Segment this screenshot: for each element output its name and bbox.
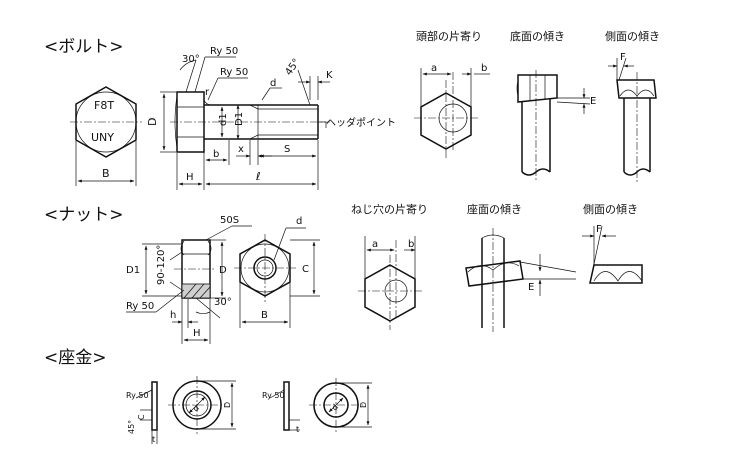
bolt-label-roughness-2: Ry 50 [220,67,248,78]
nut-end-view: d C B [234,216,320,328]
bolt-label-roughness-1: Ry 50 [210,46,238,57]
washer-view-1: Ry 50 C 45° t d D [126,376,236,444]
bolt-view-bearing-tilt: 底面の傾き E [510,29,596,182]
head-mark-maker: UNY [91,131,114,144]
nut-label-angle-range: 90-120° [156,245,167,285]
bolt-dim-l: ℓ [255,170,261,183]
nut-dim-h: h [170,310,176,321]
bolt-label-d: d [270,78,276,89]
bolt-dim-D: D [146,118,159,126]
bolt-view-title-bearing-tilt: 底面の傾き [510,29,565,43]
bolt-side-view: r d1 D1 d 30° Ry 50 Ry 50 45° K D [146,46,396,190]
nut-dim-C: C [302,264,309,275]
nut-tilt-E: E [528,282,534,293]
bolt-label-D1: D1 [234,112,245,126]
nut-dim-H: H [193,328,201,339]
bolt-dim-x: x [238,144,244,155]
section-title-washer: <座金> [44,348,107,368]
washer-label-roughness-2: Ry 50 [262,391,285,400]
washer-label-t2: t [296,425,299,434]
nut-label-50S: 50S [220,215,239,226]
nut-view-seat-tilt: 座面の傾き E [465,202,577,332]
nut-view-title-seat-tilt: 座面の傾き [467,202,522,216]
washer-label-d1: d [191,403,201,413]
washer-label-d2: d [330,402,340,412]
nut-view-title-side-tilt: 側面の傾き [583,202,638,216]
nut-view-hole-offset: ねじ穴の片寄り a b [351,202,428,330]
bolt-offset-a: a [431,63,437,74]
bolt-view-title-head-offset: 頭部の片寄り [416,29,482,43]
nut-offset-b: b [408,239,414,250]
washer-label-C: C [137,414,146,420]
washer-label-chamfer: 45° [127,420,136,434]
nut-dim-B: B [261,310,268,321]
nut-view-side-tilt: 側面の傾き F [582,202,643,284]
bolt-dim-B: B [102,167,110,180]
nut-label-angle: 30° [214,297,232,308]
section-title-nut: <ナット> [44,205,124,225]
section-title-bolt: <ボルト> [44,37,124,57]
bolt-tilt-F: F [620,52,626,63]
nut-dim-D: D [219,265,227,276]
washer-label-t1: t [152,435,155,444]
nut-side-view: D1 90-120° D 50S Ry 50 30° h H [126,215,252,344]
bolt-label-r: r [205,87,210,98]
bolt-label-d1: d1 [218,113,229,126]
bolt-dim-b: b [213,149,219,160]
washer-label-D1: D [223,402,232,408]
bolt-view-head-offset: 頭部の片寄り a b [414,29,490,158]
bolt-label-point: ヘッダポイント [326,116,396,129]
head-mark-grade: F8T [94,99,114,112]
washer-label-roughness-1: Ry 50 [126,391,149,400]
bolt-tilt-E: E [590,96,596,107]
bolt-dim-H: H [186,172,194,183]
bolt-label-angle: 30° [182,54,200,65]
nut-view-title-hole-offset: ねじ穴の片寄り [351,202,428,216]
nut-offset-a: a [372,239,378,250]
bolt-view-title-side-tilt: 側面の傾き [605,29,660,43]
nut-tilt-F: F [596,224,602,235]
bolt-view-side-tilt: 側面の傾き F [605,29,660,182]
bolt-dim-S: S [284,144,290,155]
washer-label-D2: D [359,402,368,408]
nut-label-d: d [296,216,302,227]
bolt-label-K: K [326,70,333,81]
nut-label-roughness: Ry 50 [126,301,154,312]
nut-dim-D1: D1 [126,265,140,276]
washer-view-2: Ry 50 t d D [262,378,372,434]
bolt-head-end-view: F8T UNY B [70,86,142,186]
bolt-offset-b: b [481,63,487,74]
